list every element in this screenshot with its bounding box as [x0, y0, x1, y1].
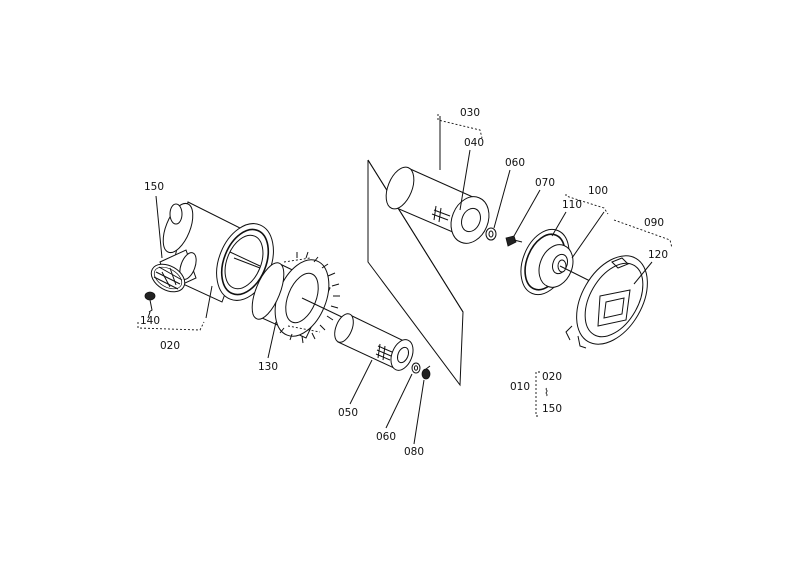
clamp-screw	[144, 291, 156, 313]
label-060-lower: 060	[376, 431, 396, 443]
label-130: 130	[258, 361, 278, 373]
wing-nut-lower	[421, 365, 431, 380]
wing-bolt	[505, 235, 523, 247]
filter-fins	[279, 251, 340, 344]
label-120: 120	[648, 249, 668, 261]
safety-element-mesh	[375, 343, 393, 361]
label-030: 030	[460, 107, 480, 119]
main-filter-mesh	[431, 205, 451, 223]
range-separator: ⌇	[544, 387, 549, 399]
label-150-range: 150	[542, 403, 562, 415]
part-labels: 150 140 020 130 050 060 080 030 040 060 …	[140, 107, 668, 458]
label-090: 090	[644, 217, 664, 229]
label-050: 050	[338, 407, 358, 419]
outer-filter-element	[251, 251, 345, 344]
cover-assembly	[520, 228, 601, 296]
label-010: 010	[510, 381, 530, 393]
label-080: 080	[404, 446, 424, 458]
safety-element	[334, 313, 414, 371]
label-020-range: 020	[542, 371, 562, 383]
air-cleaner-housing	[159, 201, 274, 303]
assembly-plane	[367, 159, 464, 387]
end-cap	[565, 255, 648, 349]
label-070: 070	[535, 177, 555, 189]
label-040: 040	[464, 137, 484, 149]
label-100: 100	[588, 185, 608, 197]
inlet-mesh-cap	[150, 263, 186, 293]
label-020: 020	[160, 340, 180, 352]
label-060-upper: 060	[505, 157, 525, 169]
main-filter-element	[385, 166, 490, 244]
label-110: 110	[562, 199, 582, 211]
label-150: 150	[144, 181, 164, 193]
washer-upper	[485, 227, 497, 241]
label-140: 140	[140, 315, 160, 327]
washer-lower	[411, 362, 421, 374]
leader-lines	[137, 114, 673, 445]
